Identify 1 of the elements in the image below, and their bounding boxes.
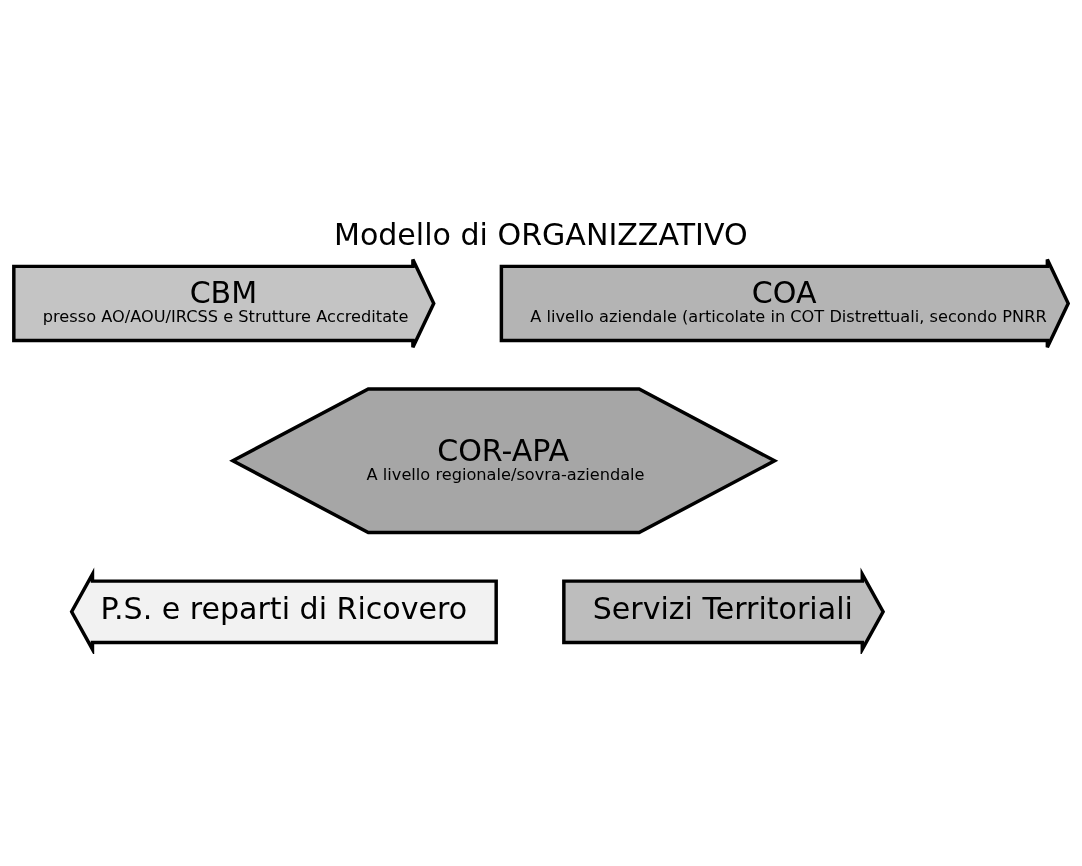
diagram-title: Modello di ORGANIZZATIVO (333, 217, 748, 253)
